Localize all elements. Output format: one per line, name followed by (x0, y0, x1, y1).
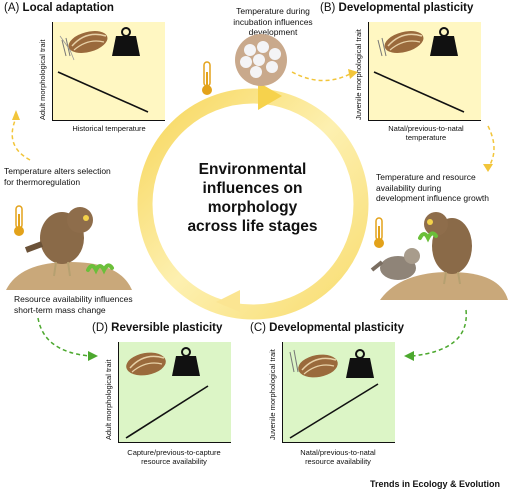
wing-icon (59, 31, 108, 61)
panel-a-title: (A) Local adaptation (4, 2, 114, 14)
panel-a-trend-line (57, 71, 149, 113)
panel-d-trend-line (125, 385, 209, 439)
caterpillar-icon (418, 231, 438, 243)
panel-c-trend-line (289, 383, 379, 439)
weight-icon (112, 27, 140, 56)
weight-icon (430, 27, 458, 56)
owl-icon (6, 207, 132, 290)
center-title: Environmental influences on morphology a… (187, 161, 318, 235)
panel-c-ylabel: Juvenile morphological trait (268, 349, 277, 440)
panel-b-plot (368, 22, 481, 121)
owlet-icon (370, 248, 420, 280)
panel-b-ylabel: Juvenile morphological trait (354, 29, 363, 120)
thermometer-icon (202, 61, 212, 95)
wing-icon (289, 349, 338, 378)
thermometer-icon (374, 217, 384, 248)
mass-caption: Resource availability influences short-t… (14, 294, 133, 315)
panel-c-plot (282, 342, 395, 443)
journal-credit: Trends in Ecology & Evolution (369, 479, 500, 489)
thermometer-icon (14, 205, 24, 236)
panel-a-ylabel: Adult morphological trait (38, 39, 47, 120)
weight-icon (172, 347, 200, 376)
owl-icon (380, 212, 508, 300)
panel-b-trend-line (373, 71, 465, 113)
selection-caption: Temperature alters selection for thermor… (4, 166, 111, 187)
incubation-caption: Temperature during incubation influences… (233, 6, 313, 37)
panel-b-title: (B) Developmental plasticity (320, 2, 474, 14)
panel-d-title: (D) Reversible plasticity (92, 322, 223, 334)
wing-icon (377, 31, 424, 57)
panel-a-plot (52, 22, 165, 121)
panel-a-xlabel: Historical temperature (72, 124, 146, 133)
caterpillar-icon (86, 263, 114, 275)
eggs-icon (235, 34, 287, 86)
weight-icon (346, 349, 374, 378)
dashed-arrows (11, 69, 495, 361)
wing-icon (126, 352, 166, 376)
growth-caption: Temperature and resource availability du… (376, 172, 489, 203)
panel-c-title: (C) Developmental plasticity (250, 322, 405, 334)
panel-d-ylabel: Adult morphological trait (104, 359, 113, 440)
